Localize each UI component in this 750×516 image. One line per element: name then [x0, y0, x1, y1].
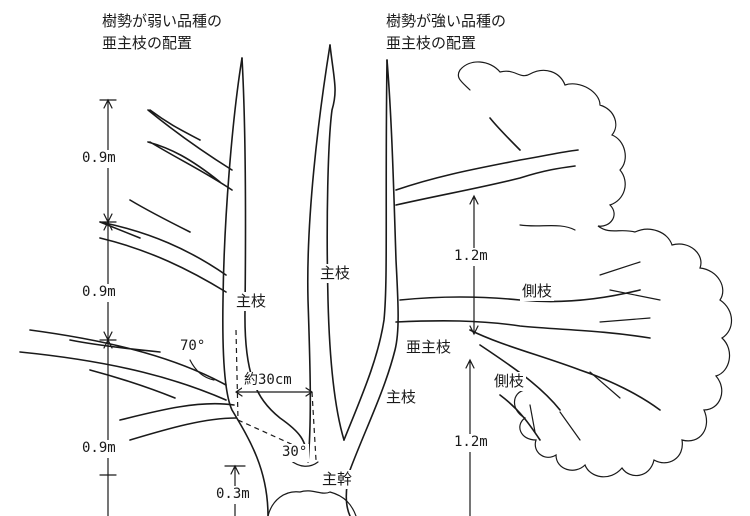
ground-roots — [267, 490, 357, 516]
trunk-left-inner — [241, 57, 309, 461]
left-arrowheads — [103, 98, 113, 349]
left-branch-low — [19, 329, 227, 401]
main-branch-label-center: 主枝 — [318, 264, 353, 283]
sub-main-branch — [395, 289, 661, 441]
dashed-guide-right — [311, 391, 317, 461]
side-branch-marks — [529, 261, 661, 441]
base-height-label: 0.3m — [214, 486, 252, 504]
weak-title-line1: 樹勢が弱い品種の — [102, 12, 223, 30]
left-branch-mid — [99, 199, 227, 293]
spacing-label-mid: 0.9m — [80, 284, 118, 302]
side-branch-label-lower: 側枝 — [492, 372, 527, 391]
sub-main-branch-label: 亜主枝 — [404, 338, 454, 357]
trunk-left-edge — [222, 57, 269, 516]
spacing-label-right-upper: 1.2m — [452, 248, 490, 266]
right-branch-inner — [343, 59, 388, 441]
side-branch-label-upper: 側枝 — [520, 282, 555, 301]
center-branch-left — [306, 44, 331, 463]
distance-label: 約30cm — [242, 372, 294, 390]
dashed-guide-left — [235, 329, 301, 449]
center-branch-right — [326, 44, 345, 441]
trunk-label: 主幹 — [320, 470, 355, 489]
canopy-outline — [457, 61, 733, 478]
spacing-label-top: 0.9m — [80, 150, 118, 168]
strong-title-line1: 樹勢が強い品種の — [386, 12, 507, 30]
left-branch-top — [147, 109, 233, 191]
left-branch-bottom — [119, 402, 237, 441]
main-branch-label-left: 主枝 — [234, 292, 269, 311]
right-upper-branch — [395, 117, 579, 206]
strong-variety-title: 樹勢が強い品種の 亜主枝の配置 — [384, 10, 508, 54]
angle-label-30: 30° — [280, 444, 310, 462]
angle-arc-30 — [289, 459, 319, 467]
spacing-label-bottom: 0.9m — [80, 440, 118, 458]
right-branch-outer — [345, 59, 399, 516]
weak-title-line2: 亜主枝の配置 — [102, 34, 193, 52]
spacing-label-right-lower: 1.2m — [452, 434, 490, 452]
main-branch-label-right: 主枝 — [384, 388, 419, 407]
strong-title-line2: 亜主枝の配置 — [386, 34, 477, 52]
angle-arc-70 — [189, 359, 215, 381]
angle-label-70: 70° — [178, 338, 208, 356]
weak-variety-title: 樹勢が弱い品種の 亜主枝の配置 — [100, 10, 224, 54]
